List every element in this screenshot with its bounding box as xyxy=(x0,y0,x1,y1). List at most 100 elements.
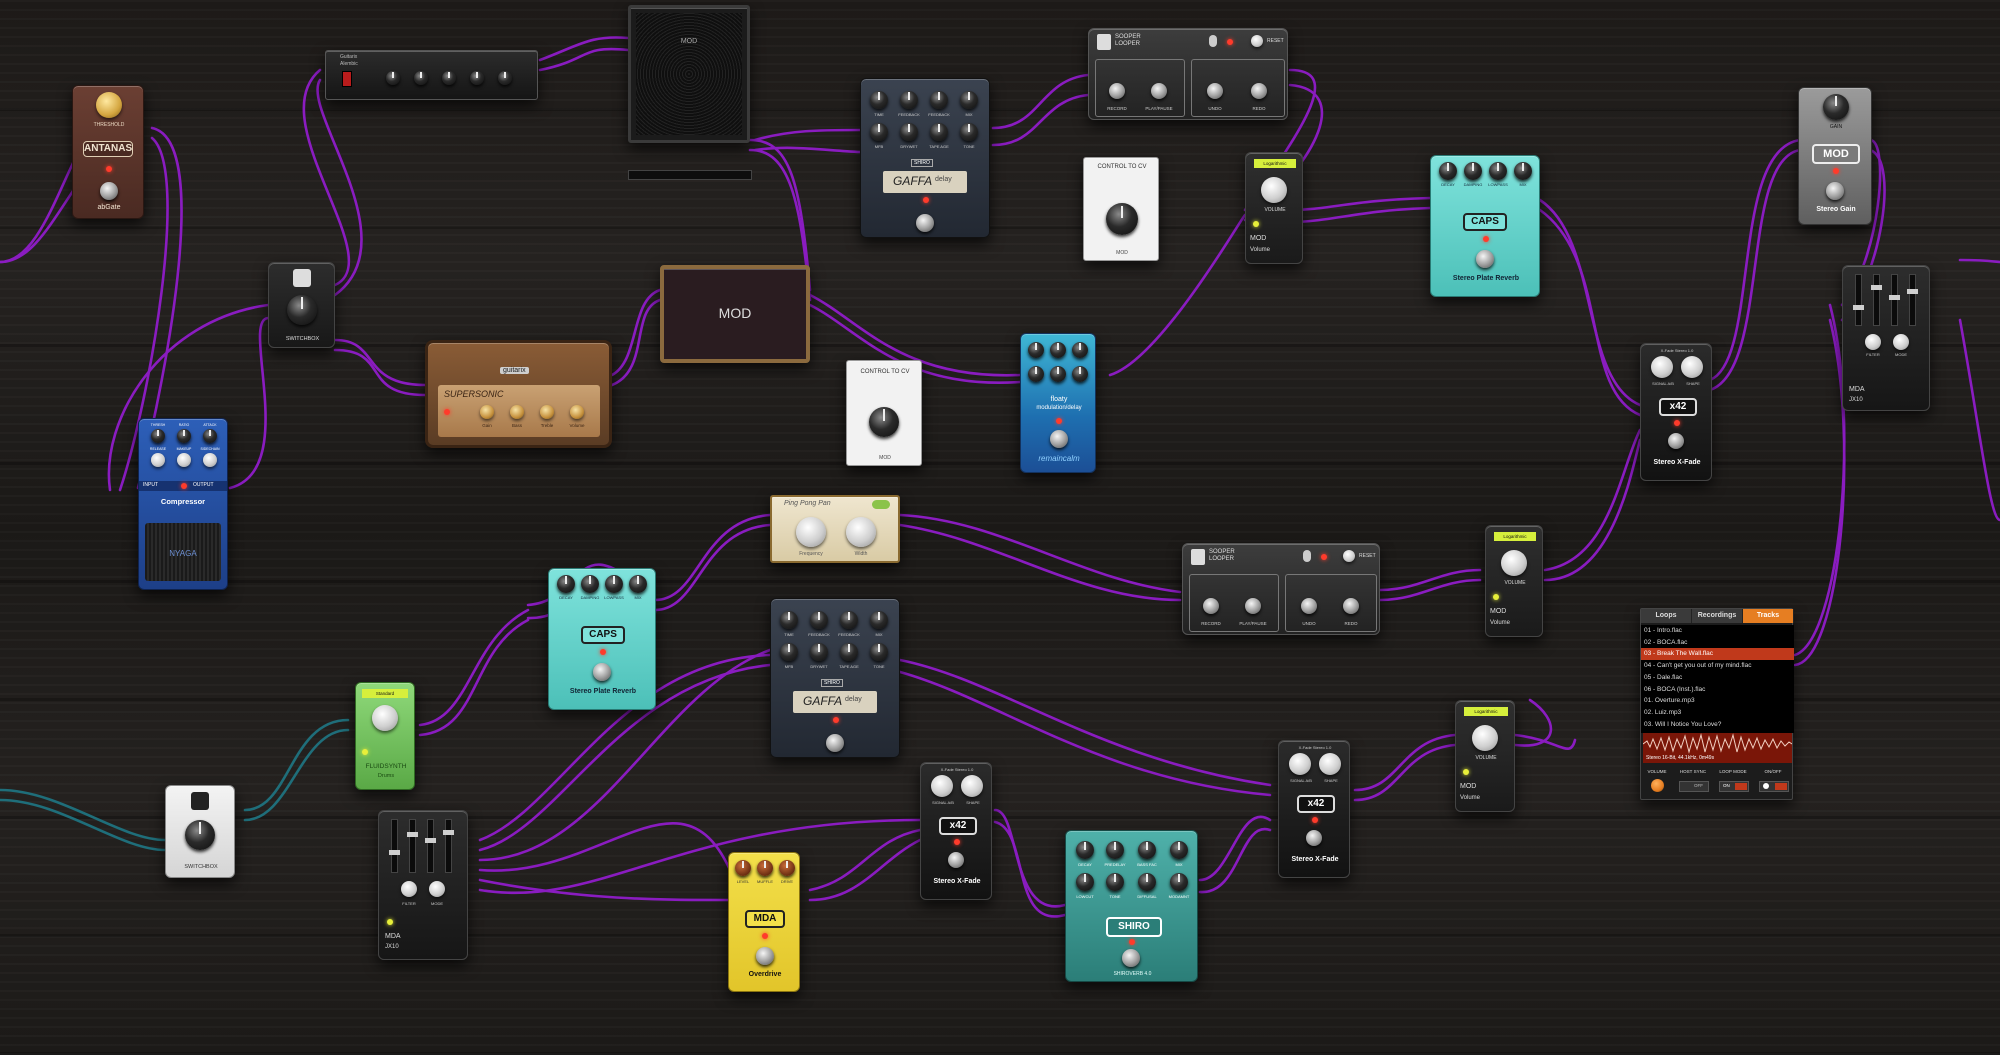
delay-knob-5[interactable] xyxy=(1050,366,1066,382)
slider[interactable] xyxy=(389,819,400,873)
amp-knob-1[interactable] xyxy=(386,71,400,85)
lowcut-knob[interactable] xyxy=(1076,873,1094,891)
cv-knob[interactable] xyxy=(869,407,899,437)
fluidsynth-drums[interactable]: Standard FLUIDSYNTH Drums xyxy=(355,682,415,790)
tab-loops[interactable]: Loops xyxy=(1641,609,1692,623)
slider[interactable] xyxy=(1889,274,1900,326)
drywet-knob[interactable] xyxy=(810,643,828,661)
delay-knob-3[interactable] xyxy=(1072,342,1088,358)
record-footswitch[interactable] xyxy=(1109,83,1125,99)
control-to-cv-top[interactable]: CONTROL TO CV MOD xyxy=(1083,157,1159,261)
mod-cabinet-top[interactable]: MOD xyxy=(628,5,750,143)
mix-knob[interactable] xyxy=(1514,162,1532,180)
diffusal-knob[interactable] xyxy=(1138,873,1156,891)
decay-knob[interactable] xyxy=(1439,162,1457,180)
footswitch[interactable] xyxy=(1122,949,1140,967)
treble-knob[interactable] xyxy=(540,405,554,419)
track-item-selected[interactable]: 03 - Break The Wall.flac xyxy=(1641,648,1794,661)
volume-knob[interactable] xyxy=(1501,550,1527,576)
guitarix-supersonic-amp[interactable]: guitarix SUPERSONIC Gain Bass Treble Vol… xyxy=(425,340,612,448)
volume-knob[interactable] xyxy=(1651,779,1664,792)
footswitch[interactable] xyxy=(1476,250,1494,268)
mfb-knob[interactable] xyxy=(870,123,888,141)
mix-knob[interactable] xyxy=(960,91,978,109)
amp-knob-5[interactable] xyxy=(498,71,512,85)
track-item[interactable]: 04 - Can't get you out of my mind.flac xyxy=(1644,662,1752,670)
feedback-2-knob[interactable] xyxy=(840,611,858,629)
time-knob[interactable] xyxy=(780,611,798,629)
track-item[interactable]: 02 - BOCA.flac xyxy=(1644,638,1688,646)
shape-knob[interactable] xyxy=(1319,753,1341,775)
footswitch[interactable] xyxy=(756,947,774,965)
release-knob[interactable] xyxy=(151,453,165,467)
amp-knob-2[interactable] xyxy=(414,71,428,85)
bass-fac-knob[interactable] xyxy=(1138,841,1156,859)
feedback-knob[interactable] xyxy=(810,611,828,629)
mod-cabinet-mid[interactable]: MOD xyxy=(660,265,810,363)
volume-knob[interactable] xyxy=(570,405,584,419)
slider[interactable] xyxy=(1907,274,1918,326)
shape-knob[interactable] xyxy=(1681,356,1703,378)
power-switch[interactable] xyxy=(342,71,352,87)
play-pause-footswitch[interactable] xyxy=(1151,83,1167,99)
antanas-gate-pedal[interactable]: THRESHOLD ANTANAS abGate xyxy=(72,85,144,219)
slider[interactable] xyxy=(1871,274,1882,326)
width-knob[interactable] xyxy=(846,517,876,547)
delay-knob-2[interactable] xyxy=(1050,342,1066,358)
makeup-knob[interactable] xyxy=(177,453,191,467)
mode-knob[interactable] xyxy=(1893,334,1909,350)
delay-knob-1[interactable] xyxy=(1028,342,1044,358)
slider[interactable] xyxy=(443,819,454,873)
record-footswitch[interactable] xyxy=(1203,598,1219,614)
sooper-looper-bottom[interactable]: SOOPER LOOPER RESET RECORD PLAY/PAUSE UN… xyxy=(1182,543,1380,635)
cv-knob[interactable] xyxy=(1106,203,1138,235)
tone-knob[interactable] xyxy=(870,643,888,661)
selector-knob[interactable] xyxy=(185,820,215,850)
mix-knob[interactable] xyxy=(629,575,647,593)
bass-knob[interactable] xyxy=(510,405,524,419)
feedback-2-knob[interactable] xyxy=(930,91,948,109)
time-knob[interactable] xyxy=(870,91,888,109)
volume-knob[interactable] xyxy=(1472,725,1498,751)
mode-knob[interactable] xyxy=(429,881,445,897)
ratio-knob[interactable] xyxy=(177,429,191,443)
lowpass-knob[interactable] xyxy=(605,575,623,593)
amp-knob-3[interactable] xyxy=(442,71,456,85)
filter-knob[interactable] xyxy=(401,881,417,897)
stereo-xfade-right[interactable]: X-Fade Stereo 1.0 SIGNAL A/B SHAPE x42 S… xyxy=(1640,343,1712,481)
footswitch-plate[interactable] xyxy=(145,523,221,581)
level-knob[interactable] xyxy=(372,705,398,731)
footswitch[interactable] xyxy=(100,182,118,200)
delay-knob-6[interactable] xyxy=(1072,366,1088,382)
mod-stereo-gain[interactable]: GAIN MOD Stereo Gain xyxy=(1798,87,1872,225)
footswitch[interactable] xyxy=(1826,182,1844,200)
drywet-knob[interactable] xyxy=(900,123,918,141)
slider[interactable] xyxy=(407,819,418,873)
decay-knob[interactable] xyxy=(1076,841,1094,859)
tab-recordings[interactable]: Recordings xyxy=(1692,609,1743,623)
track-item[interactable]: 03. Will I Notice You Love? xyxy=(1644,720,1722,728)
guitarix-alembic-head[interactable]: Guitarix Alembic xyxy=(325,50,538,100)
delay-knob-4[interactable] xyxy=(1028,366,1044,382)
footswitch[interactable] xyxy=(948,852,964,868)
stereo-xfade-mid[interactable]: X-Fade Stereo 1.0 SIGNAL A/B SHAPE x42 S… xyxy=(920,762,992,900)
attack-knob[interactable] xyxy=(203,429,217,443)
track-item[interactable]: 06 - BOCA (Inst.).flac xyxy=(1644,685,1706,693)
host-sync-toggle[interactable]: OFF xyxy=(1679,781,1709,792)
gain-knob[interactable] xyxy=(480,405,494,419)
feedback-knob[interactable] xyxy=(900,91,918,109)
mda-jx10-left[interactable]: FILTER MODE MDA JX10 xyxy=(378,810,468,960)
slider[interactable] xyxy=(1853,274,1864,326)
filter-knob[interactable] xyxy=(1865,334,1881,350)
signal-ab-knob[interactable] xyxy=(1651,356,1673,378)
modamnt-knob[interactable] xyxy=(1170,873,1188,891)
switchbox-bottom[interactable]: SWITCHBOX xyxy=(165,785,235,878)
ping-pong-pan[interactable]: Ping Pong Pan Frequency Width xyxy=(770,495,900,563)
drive-knob[interactable] xyxy=(779,860,795,876)
selector-knob[interactable] xyxy=(287,295,317,325)
muffle-knob[interactable] xyxy=(757,860,773,876)
reset-button[interactable] xyxy=(1251,35,1263,47)
play-pause-footswitch[interactable] xyxy=(1245,598,1261,614)
sidechain-knob[interactable] xyxy=(203,453,217,467)
mda-overdrive[interactable]: LEVEL MUFFLE DRIVE MDA Overdrive xyxy=(728,852,800,992)
